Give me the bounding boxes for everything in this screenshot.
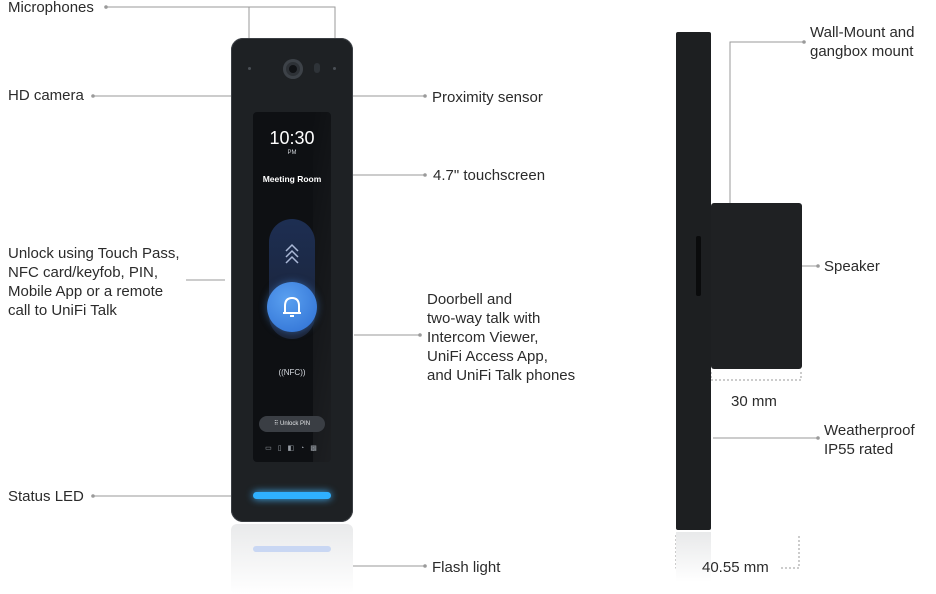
label-hd-camera: HD camera (8, 87, 84, 104)
proximity-sensor (314, 63, 320, 73)
screen-time: 10:30 (269, 128, 315, 148)
doorbell-line-2: two-way talk with (427, 310, 541, 327)
camera-icon (283, 59, 303, 79)
intercom-front-view: 10:30 PM Meeting Room ((NFC)) ⠿ Unlock P… (231, 38, 353, 522)
status-led (253, 492, 331, 499)
unlock-pin-label: Unlock PIN (280, 421, 311, 427)
touchscreen: 10:30 PM Meeting Room ((NFC)) ⠿ Unlock P… (253, 112, 331, 462)
label-touchscreen: 4.7" touchscreen (433, 167, 546, 184)
label-status-led: Status LED (8, 488, 84, 505)
speaker-slot (696, 236, 701, 296)
gangbox-mount (711, 203, 802, 369)
unlock-pin-button[interactable]: ⠿ Unlock PIN (259, 416, 325, 432)
label-microphones: Microphones (8, 0, 94, 16)
unlock-method-icons: ▭ ▯ ◧ ◔ ▩ (265, 445, 319, 452)
unlock-line-3: Mobile App or a remote (8, 283, 164, 300)
screen-gloss (313, 112, 331, 462)
flash-light (253, 546, 331, 552)
device-reflection (231, 524, 353, 594)
label-wall-mount: Wall-Mount and gangbox mount (810, 23, 935, 61)
microphone-left (248, 67, 251, 70)
label-depth: 30 mm (731, 393, 777, 410)
bell-icon (283, 296, 301, 317)
label-proximity-sensor: Proximity sensor (432, 89, 543, 106)
doorbell-button[interactable] (267, 282, 317, 332)
doorbell-line-4: UniFi Access App, (427, 348, 548, 365)
microphone-right (333, 67, 336, 70)
chevron-up-icon (285, 243, 299, 264)
side-reflection (676, 532, 711, 582)
label-speaker: Speaker (824, 258, 880, 275)
weatherproof-line-2: IP55 rated (824, 441, 894, 458)
wall-mount-line-2: gangbox mount (810, 43, 914, 60)
label-flash-light: Flash light (432, 559, 501, 576)
intercom-side-view (676, 32, 711, 530)
doorbell-line-5: and UniFi Talk phones (427, 367, 576, 384)
unlock-line-2: NFC card/keyfob, PIN, (8, 264, 159, 281)
doorbell-line-3: Intercom Viewer, (427, 329, 539, 346)
screen-ampm: PM (287, 150, 297, 156)
label-width: 40.55 mm (702, 559, 769, 576)
screen-room: Meeting Room (262, 174, 322, 184)
doorbell-line-1: Doorbell and (427, 291, 513, 308)
label-doorbell: Doorbell and two-way talk with Intercom … (427, 290, 627, 385)
label-unlock: Unlock using Touch Pass, NFC card/keyfob… (8, 244, 188, 320)
unlock-line-1: Unlock using Touch Pass, (8, 245, 180, 262)
unlock-line-4: call to UniFi Talk (8, 302, 117, 319)
wall-mount-line-1: Wall-Mount and (810, 24, 915, 41)
label-weatherproof: Weatherproof IP55 rated (824, 421, 934, 459)
nfc-label: ((NFC)) (278, 368, 306, 377)
weatherproof-line-1: Weatherproof (824, 422, 915, 439)
